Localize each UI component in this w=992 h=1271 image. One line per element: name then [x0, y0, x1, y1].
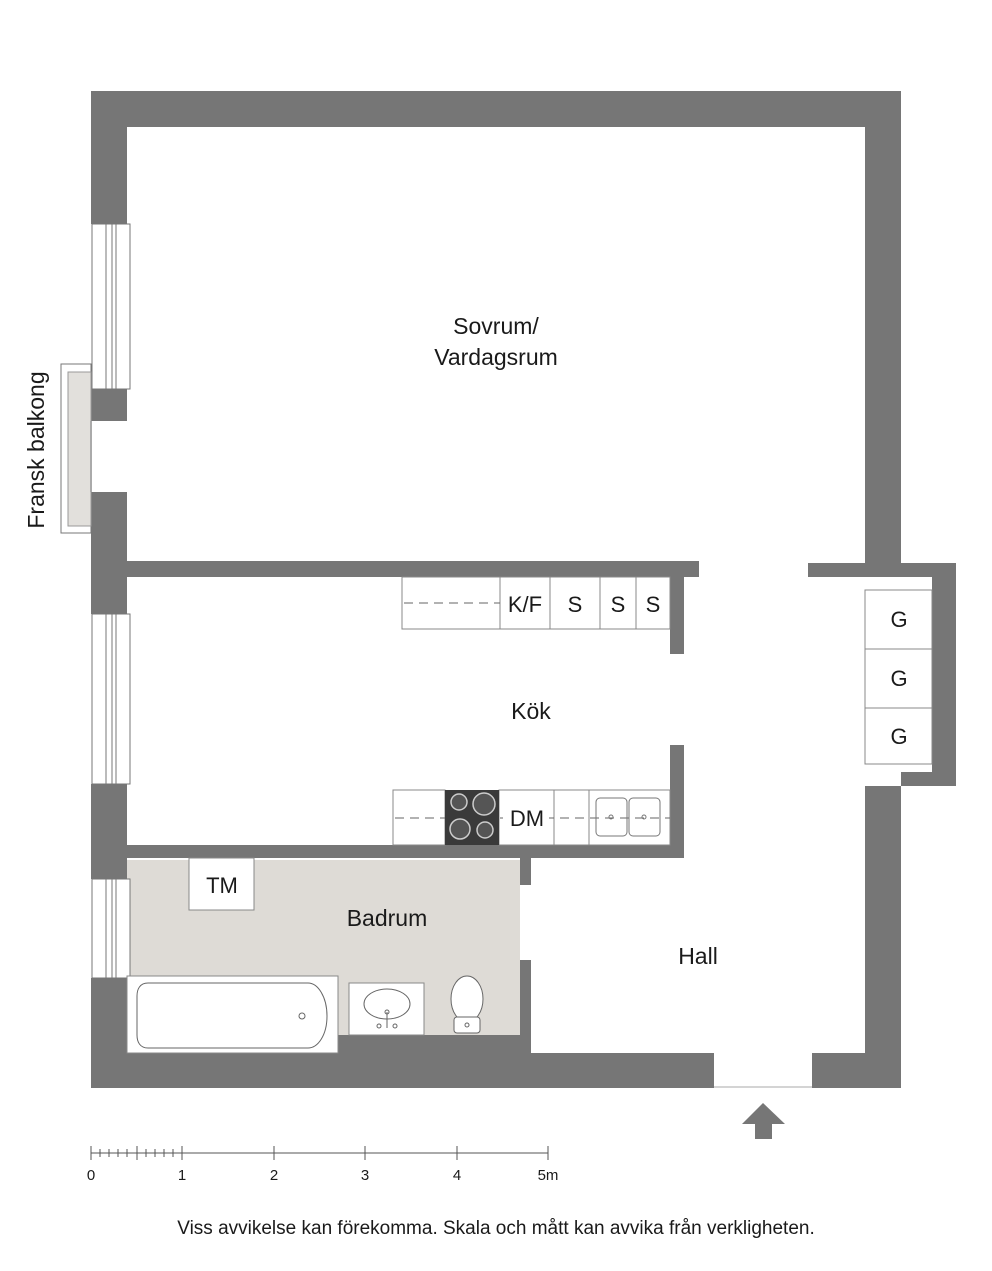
hall-label: Hall [678, 943, 718, 969]
washbasin-icon [348, 982, 425, 1036]
living-room-label-line2: Vardagsrum [434, 344, 558, 370]
kitchen-sink-icon [595, 797, 661, 837]
scale-label-0: 0 [87, 1167, 95, 1184]
kitchen-label: Kök [511, 698, 551, 724]
french-balcony [60, 363, 92, 534]
scale-bar [90, 1146, 549, 1160]
cabinet-label-1: S [568, 592, 583, 617]
kitchen-upper-counter [401, 576, 671, 630]
disclaimer-text: Viss avvikelse kan förekomma. Skala och … [177, 1218, 815, 1239]
toilet-icon [450, 975, 484, 1034]
entrance-arrow-icon [742, 1103, 785, 1139]
wardrobe-label-1: G [890, 607, 907, 632]
washing-machine-label: TM [206, 873, 238, 898]
scale-label-2: 2 [270, 1167, 278, 1184]
dishwasher-label: DM [510, 806, 544, 831]
bathtub-icon [126, 975, 339, 1054]
outer-walls [91, 91, 901, 1088]
scale-label-1: 1 [178, 1167, 186, 1184]
wardrobe-niche-wall [808, 563, 956, 786]
wardrobe-label-2: G [890, 666, 907, 691]
wardrobes [864, 589, 933, 765]
cabinet-label-2: S [611, 592, 626, 617]
window-bathroom [91, 878, 131, 979]
cabinet-label-3: S [646, 592, 661, 617]
stove-icon [445, 790, 499, 845]
window-living [91, 223, 131, 390]
scale-label-3: 3 [361, 1167, 369, 1184]
fridge-freezer-label: K/F [508, 592, 542, 617]
balcony-label: Fransk balkong [23, 371, 49, 528]
washing-machine [188, 857, 255, 911]
window-kitchen [91, 613, 131, 785]
dishwasher-bg [503, 806, 549, 830]
scale-label-4: 4 [453, 1167, 461, 1184]
living-room-label-line1: Sovrum/ [453, 313, 539, 339]
interior-walls [127, 561, 699, 1053]
bathroom-label: Badrum [347, 905, 428, 931]
scale-label-5: 5m [538, 1167, 559, 1184]
wardrobe-label-3: G [890, 724, 907, 749]
